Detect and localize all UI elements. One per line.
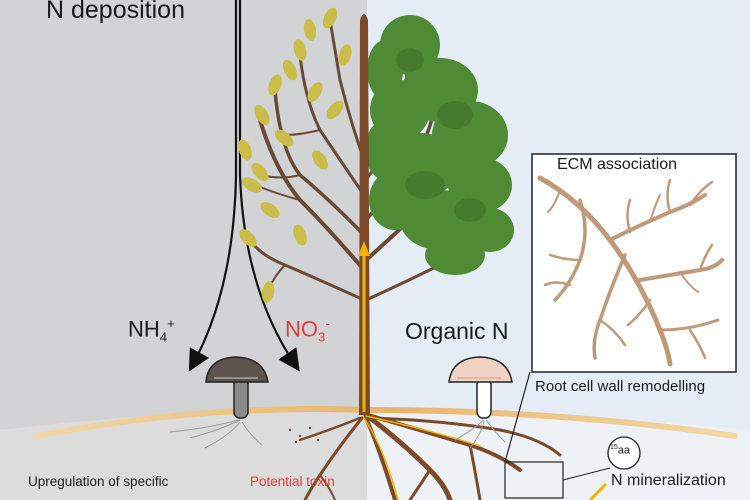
aa-connector-line — [562, 467, 611, 481]
ecm-association-label: ECM association — [557, 156, 678, 173]
nitrate-subscript: 3 — [318, 329, 326, 345]
nitrate-label: NO3- — [285, 316, 330, 345]
left-roots — [298, 416, 364, 500]
ammonium-subscript: 4 — [159, 329, 168, 345]
ammonium-superscript: + — [167, 316, 175, 331]
root-cell-wall-label: Root cell wall remodelling — [535, 378, 706, 395]
ecm-root-drawing — [537, 175, 724, 367]
nitrate-base: NO — [285, 316, 318, 342]
mineralization-arrow — [588, 482, 608, 500]
right-mushroom-icon — [448, 356, 513, 419]
yellow-leaves — [238, 7, 352, 303]
zoom-connector-line — [504, 371, 531, 463]
tree-trunk — [359, 14, 370, 415]
root-yellow-highlight — [363, 415, 481, 500]
trunk-uptake-arrowhead — [358, 241, 370, 256]
amino-acid-isotope: 15 — [610, 444, 618, 451]
deposition-arrows — [188, 0, 300, 372]
diagram-title: N deposition — [46, 0, 185, 24]
potential-toxin-label: Potential toxin — [250, 474, 335, 489]
root-hairs-left — [169, 419, 263, 449]
amino-acid-circle — [607, 436, 641, 470]
nitrate-superscript: - — [325, 316, 330, 331]
right-soil — [367, 412, 750, 500]
left-mushroom-icon — [205, 356, 269, 419]
root-hairs-right — [454, 419, 506, 449]
organic-n-label: Organic N — [405, 318, 509, 344]
amino-acid-base: aa — [617, 444, 631, 457]
ammonium-base: NH — [128, 316, 160, 342]
soil-particles — [288, 426, 320, 444]
amino-acid-label: 15aa — [610, 444, 630, 457]
left-soil — [0, 411, 367, 500]
green-leaves-shade — [396, 48, 486, 222]
ammonium-label: NH4+ — [128, 316, 175, 345]
upregulation-label: Upregulation of specific — [28, 474, 169, 489]
n-mineralization-label: N mineralization — [611, 472, 726, 489]
